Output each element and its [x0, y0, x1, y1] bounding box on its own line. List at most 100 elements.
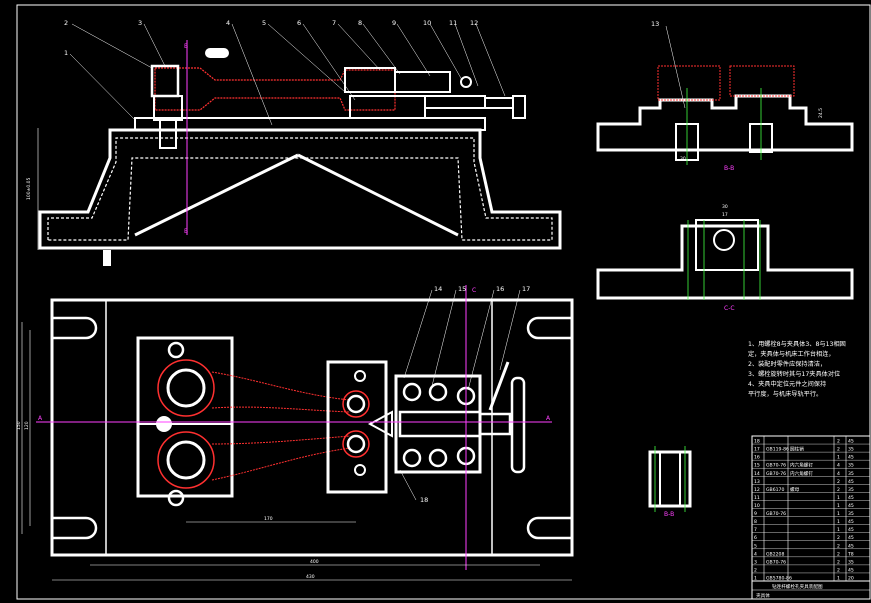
bom-cell-no: 7 [754, 527, 757, 533]
bom-cell-mat: 45 [848, 567, 854, 573]
bom-cell-qty: 1 [837, 511, 840, 517]
part-no-17: 17 [522, 285, 530, 293]
v-block [367, 410, 393, 438]
bom-cell-no: 11 [754, 495, 760, 501]
section-a-right: A [546, 415, 551, 422]
part-no-18: 18 [420, 496, 428, 504]
note-line: 平行度，与机床导轨平行。 [748, 391, 823, 398]
bom-cell-mat: 45 [848, 439, 854, 445]
bom-cell-mat: 35 [848, 559, 854, 565]
label-bb: B-B [724, 165, 734, 172]
slide-block [349, 95, 426, 119]
section-bb-view: 13 B-B 30 24.5 [596, 20, 854, 172]
bom-cell-mat: 45 [848, 535, 854, 541]
part-no-14: 14 [434, 285, 442, 293]
bom-cell-qty: 1 [837, 455, 840, 461]
right-block [344, 67, 396, 93]
bom-cell-mat: 35 [848, 447, 854, 453]
bom-cell-no: 4 [754, 551, 757, 557]
bom-cell-mat: 45 [848, 527, 854, 533]
bom-cell-qty: 1 [837, 495, 840, 501]
sheet-border [16, 4, 871, 600]
bom-cell-code: GB70-76 [766, 559, 786, 565]
bom-cell-code: GB6170 [766, 487, 784, 493]
bom-cell-name: 内六角螺钉 [790, 470, 813, 477]
bom-cell-qty: 2 [837, 447, 840, 453]
part-no-3: 3 [138, 19, 142, 27]
connecting-rod [154, 67, 396, 111]
part-no-10: 10 [423, 19, 431, 27]
dim-bb-h: 24.5 [818, 108, 824, 118]
dim-height: 100±0.05 [26, 177, 32, 200]
detail-small-view: B-B [648, 446, 692, 518]
left-pin [159, 119, 177, 149]
slot-br [526, 516, 572, 540]
bom-cell-no: 2 [754, 567, 757, 573]
bom-cell-code: GB2208 [766, 551, 784, 557]
bom-cell-mat: 35 [848, 487, 854, 493]
bom-cell-qty: 2 [837, 551, 840, 557]
bom-cell-mat: T8 [847, 551, 854, 557]
part-no-6: 6 [297, 19, 301, 27]
bom-cell-code: GB70-76 [766, 471, 786, 477]
plan-outline [50, 298, 574, 557]
fixture-body-outline [38, 128, 562, 250]
cc-outline [596, 224, 854, 300]
bom-cell-no: 6 [754, 535, 757, 541]
screw-body [478, 412, 512, 436]
part-no-7: 7 [332, 19, 336, 27]
bom-cell-no: 9 [754, 511, 757, 517]
part-no-16: 16 [496, 285, 504, 293]
left-clamp-block [150, 64, 180, 98]
title-text: 钻连杆螺栓孔夹具装配图 [772, 583, 823, 590]
bom-cell-no: 15 [754, 463, 760, 469]
technical-notes: 1、用螺栓8与夹具体3、8与13相固 定，夹具体与机床工作台相连， 2、装配时零… [748, 340, 866, 400]
slot-bl [52, 516, 98, 540]
bom-cell-qty: 1 [837, 503, 840, 509]
bom-cell-qty: 2 [837, 543, 840, 549]
bom-cell-name: 内六角螺钉 [790, 462, 813, 469]
rod-big-end-lower [157, 431, 215, 489]
dim-cc-top: 30 [722, 204, 728, 210]
note-line: 1、用螺栓8与夹具体3、8与13相固 [748, 341, 846, 348]
bom-cell-no: 1 [754, 576, 757, 582]
note-line: 3、螺栓旋转时其与17夹具体对位 [748, 371, 841, 378]
bom-cell-no: 18 [754, 439, 760, 445]
dim-plan-total: 430 [306, 574, 315, 580]
bom-cell-no: 16 [754, 455, 760, 461]
part-no-13: 13 [651, 20, 659, 28]
left-seat [136, 336, 234, 498]
note-line: 定，夹具体与机床工作台相连， [748, 351, 835, 358]
bom-cell-mat: 35 [848, 511, 854, 517]
bb-outline [596, 94, 854, 152]
section-b-bottom: B [184, 228, 188, 235]
wedge-block [394, 71, 451, 93]
note-line: 4、夹具中定位元件之间保持 [748, 381, 827, 388]
bom-cell-mat: 20 [848, 576, 854, 582]
bom-cell-code: GB70-76 [766, 463, 786, 469]
bom-cell-mat: 35 [848, 463, 854, 469]
bom-cell-code: GB70-76 [766, 511, 786, 517]
part-no-15: 15 [458, 285, 466, 293]
screw-end [484, 97, 514, 109]
plan-view: A A C 150 120 400 430 170 14 15 16 17 18 [16, 285, 574, 581]
locating-pin-head [205, 48, 229, 58]
section-cc-view: C-C 30 17 [596, 204, 854, 312]
dim-plan-mid: 170 [264, 516, 273, 522]
part-no-12: 12 [470, 19, 478, 27]
dim-bb-width: 30 [680, 156, 686, 162]
section-b-top: B [184, 43, 188, 50]
front-view: B B 100±0.05 1 2 3 4 5 6 7 8 9 10 11 [26, 19, 562, 266]
bom-cell-no: 13 [754, 479, 760, 485]
part-no-9: 9 [392, 19, 396, 27]
dim-plan-width: 400 [310, 559, 319, 565]
bom-cell-no: 3 [754, 559, 757, 565]
title-block: 钻连杆螺栓孔夹具装配图 夹具体 [751, 580, 871, 600]
slot-tr [526, 316, 572, 340]
label-cc: C-C [724, 305, 735, 312]
part-no-11: 11 [449, 19, 457, 27]
bom-cell-qty: 2 [837, 567, 840, 573]
bom-cell-qty: 1 [837, 576, 840, 582]
